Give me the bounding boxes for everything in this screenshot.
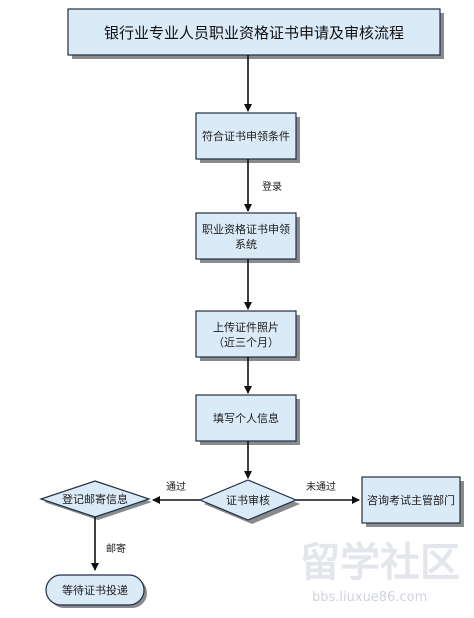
node-system: 职业资格证书申领 系统 (195, 212, 300, 263)
node-upload-label-line1: 上传证件照片 (213, 321, 279, 334)
node-system-label-line2: 系统 (235, 238, 257, 251)
watermark: 留学社区 bbs.liuxue86.com (300, 540, 460, 605)
node-condition: 符合证书申领条件 (195, 112, 300, 163)
node-review-decision: 证书审核 (198, 479, 300, 524)
node-fill-info: 填写个人信息 (195, 394, 300, 445)
node-upload: 上传证件照片 （近三个月） (195, 310, 300, 361)
node-system-label-line1: 职业资格证书申领 (202, 222, 290, 236)
node-await-delivery: 等待证书投递 (45, 574, 147, 608)
node-register-mail-label: 登记邮寄信息 (62, 492, 128, 506)
watermark-brand: 留学社区 (300, 540, 460, 586)
node-register-mail: 登记邮寄信息 (39, 480, 152, 520)
node-review-label: 证书审核 (226, 493, 270, 507)
diagram-title: 银行业专业人员职业资格证书申请及审核流程 (104, 24, 404, 42)
node-consult: 咨询考试主管部门 (361, 476, 464, 527)
title-node: 银行业专业人员职业资格证书申请及审核流程 (67, 8, 444, 59)
edge-label-not-passed: 未通过 (306, 480, 336, 493)
edge-label-login: 登录 (262, 180, 282, 193)
node-upload-label-line2: （近三个月） (213, 336, 279, 349)
edge-label-passed: 通过 (166, 480, 186, 493)
node-condition-label: 符合证书申领条件 (202, 129, 290, 143)
watermark-url: bbs.liuxue86.com (312, 590, 427, 605)
node-fill-info-label: 填写个人信息 (213, 411, 279, 425)
node-await-delivery-label: 等待证书投递 (62, 583, 128, 597)
node-consult-label: 咨询考试主管部门 (367, 493, 455, 507)
edge-label-mail: 邮寄 (106, 542, 126, 555)
